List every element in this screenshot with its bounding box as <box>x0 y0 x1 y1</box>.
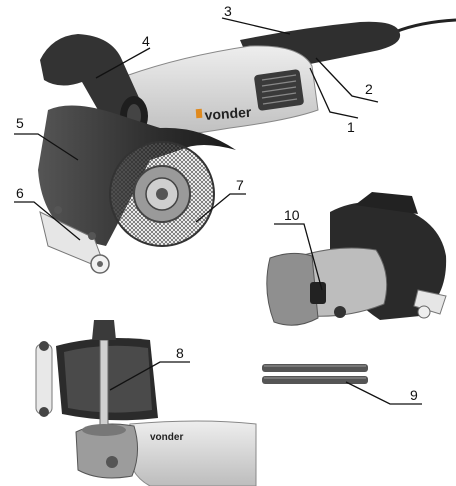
leader-lines <box>14 17 422 405</box>
callout-8: 8 <box>176 345 184 361</box>
brush-wheel <box>109 141 215 247</box>
leader-6 <box>14 201 81 241</box>
callout-2: 2 <box>365 81 373 97</box>
callout-10: 10 <box>284 207 300 223</box>
assembly-view-illustration: vonder <box>35 320 257 486</box>
vent-grille <box>254 69 304 111</box>
callout-4: 4 <box>142 33 150 49</box>
guide-roller <box>39 206 110 274</box>
carbon-brush-2 <box>262 376 368 384</box>
callout-1: 1 <box>347 119 355 135</box>
leader-4 <box>95 47 151 79</box>
leader-9 <box>345 381 422 405</box>
assembly-body <box>127 420 257 486</box>
leader-1 <box>309 67 359 119</box>
callout-5: 5 <box>16 115 24 131</box>
carbon-brush-1 <box>262 364 368 372</box>
callout-3: 3 <box>224 3 232 19</box>
side-handle <box>40 34 140 125</box>
carbon-brushes <box>262 364 368 384</box>
power-cord <box>394 18 456 34</box>
assembly-spindle-top <box>92 320 116 340</box>
leader-7 <box>195 193 246 223</box>
callout-7: 7 <box>236 177 244 193</box>
logo-accent <box>195 108 203 119</box>
leader-8 <box>109 361 190 391</box>
callout-labels: 1 2 3 4 5 6 7 8 9 10 <box>16 3 418 403</box>
spindle-lock-button <box>310 282 326 304</box>
assembly-logo: vonder <box>150 432 183 443</box>
detail-motor <box>266 252 319 326</box>
assembly-shaft <box>99 339 109 431</box>
product-logo: vonder <box>204 104 252 123</box>
leader-5 <box>14 133 79 161</box>
assembly-roller <box>35 341 53 417</box>
callout-6: 6 <box>16 185 24 201</box>
leader-3 <box>221 17 291 35</box>
callout-9: 9 <box>410 387 418 403</box>
leader-10 <box>274 223 323 291</box>
detail-view-illustration <box>266 192 447 326</box>
main-tool-illustration: vonder <box>38 18 456 274</box>
leader-2 <box>315 57 379 103</box>
